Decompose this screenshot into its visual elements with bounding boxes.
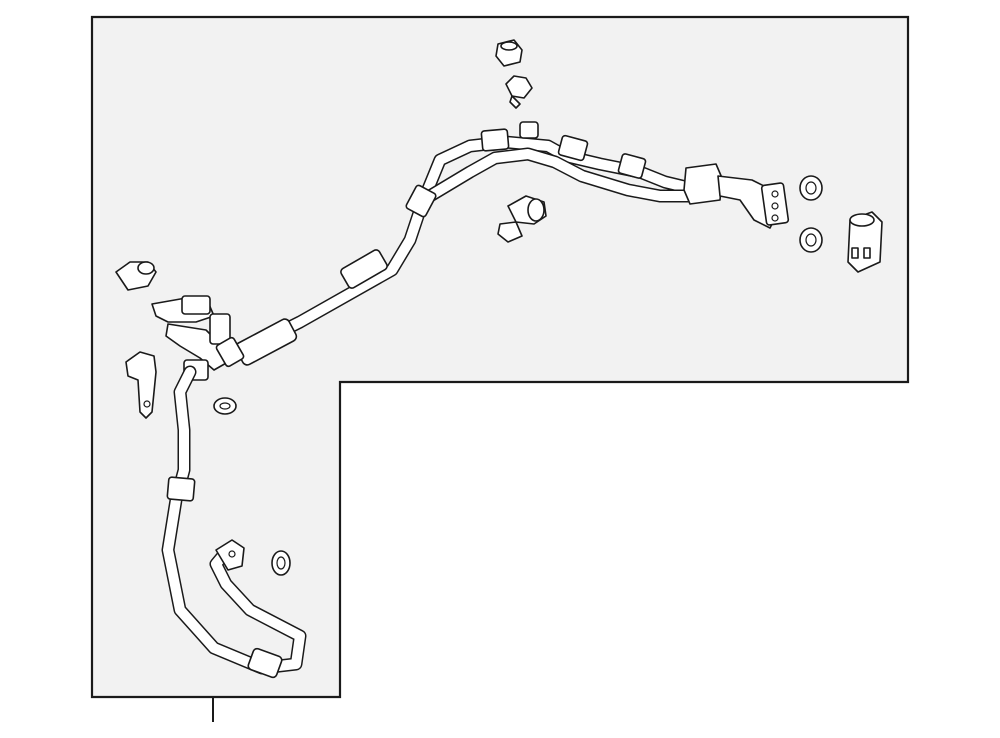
liquid-line[interactable] [161,365,307,679]
push-clip[interactable] [505,75,533,109]
pressure-switch[interactable] [847,211,883,273]
o-ring-bottom[interactable] [271,550,291,576]
o-ring-upper[interactable] [799,175,823,201]
sealing-plug[interactable] [115,261,157,291]
o-ring-lower[interactable] [799,227,823,253]
mounting-bracket[interactable] [125,351,157,419]
o-ring-left[interactable] [213,397,237,415]
pipe-clamp[interactable] [497,195,547,243]
rubber-grommet[interactable] [495,39,523,67]
ac-hose-assembly[interactable] [151,121,790,381]
